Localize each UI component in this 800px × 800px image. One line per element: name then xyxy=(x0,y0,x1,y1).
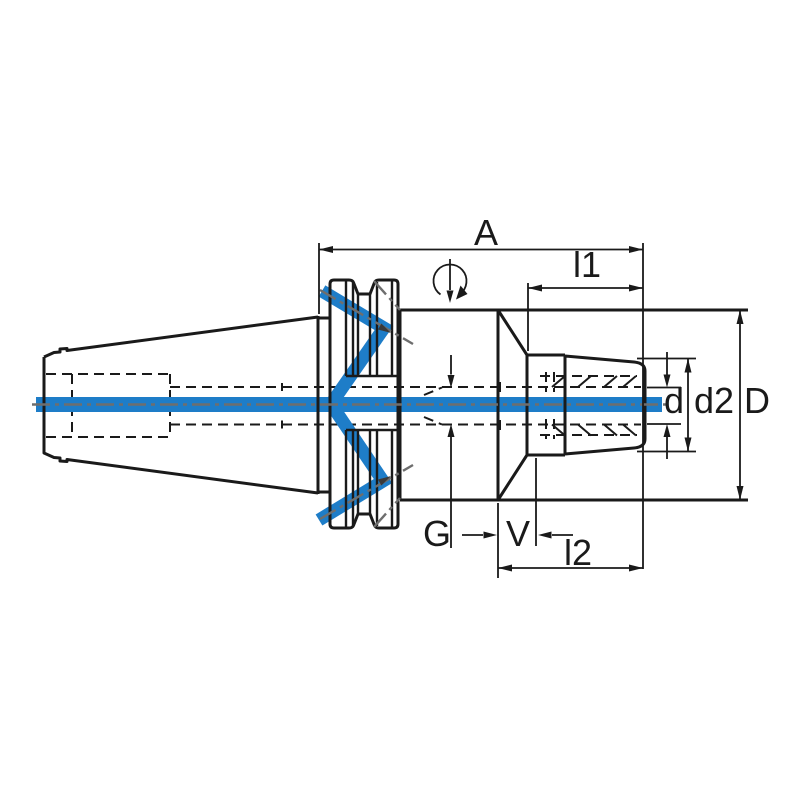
groove-centerline-lower xyxy=(319,463,414,521)
flange-outline xyxy=(328,278,400,530)
arrowhead xyxy=(447,424,455,437)
thread-hidden-line xyxy=(540,372,637,439)
groove-arrow-upper xyxy=(378,323,391,333)
hidden-lines-layer xyxy=(46,372,641,439)
dim-label-D: D xyxy=(744,380,770,421)
groove-centerline-upper xyxy=(319,288,414,346)
dim-label-l1: l1 xyxy=(573,244,601,285)
arrowhead xyxy=(684,358,692,373)
dim-label-d2: d2 xyxy=(694,380,734,421)
rotation-direction-icon xyxy=(432,259,468,303)
arrowhead xyxy=(483,531,497,539)
extension-lines xyxy=(318,243,644,578)
arrowhead xyxy=(447,375,455,388)
dim-label-V: V xyxy=(506,513,530,554)
countersink-hidden-line xyxy=(423,386,443,426)
ridge-centermark-lower xyxy=(373,497,401,528)
arrowhead xyxy=(446,290,454,303)
arrowhead xyxy=(319,246,333,253)
arrowhead xyxy=(663,424,671,437)
arrowhead xyxy=(736,310,744,324)
nose-cone-outline xyxy=(496,309,529,501)
arrowhead xyxy=(528,284,542,292)
flange-groove-edges xyxy=(344,280,394,528)
dim-label-A: A xyxy=(474,212,498,253)
through-bore-hidden-line xyxy=(170,386,641,426)
thread-hatch-marks xyxy=(551,375,637,437)
arrowhead xyxy=(684,437,692,452)
dim-line-d xyxy=(647,352,681,459)
taper-shank-outline xyxy=(42,315,330,495)
bore-step-hidden-line xyxy=(281,382,501,430)
body-outline xyxy=(398,308,748,502)
dimension-layer xyxy=(318,243,744,578)
arrowhead xyxy=(663,374,671,388)
arrowhead xyxy=(538,531,552,539)
arrowhead xyxy=(629,284,643,292)
label-layer: A l1 d d2 D G V l2 xyxy=(423,212,770,573)
dim-label-d: d xyxy=(664,380,684,421)
arrowhead xyxy=(736,486,744,500)
dim-label-G: G xyxy=(423,513,451,554)
flange-hub-lines xyxy=(346,374,400,432)
outline-layer xyxy=(42,278,748,530)
arrowhead xyxy=(629,246,643,253)
dim-label-l2: l2 xyxy=(564,532,592,573)
rotation-curl-arrowhead xyxy=(456,285,468,300)
ridge-centermark-upper xyxy=(373,280,401,311)
groove-arrow-lower xyxy=(378,476,391,486)
arrowhead xyxy=(498,564,512,572)
centerline-layer xyxy=(32,280,670,528)
arrowhead xyxy=(629,564,643,572)
